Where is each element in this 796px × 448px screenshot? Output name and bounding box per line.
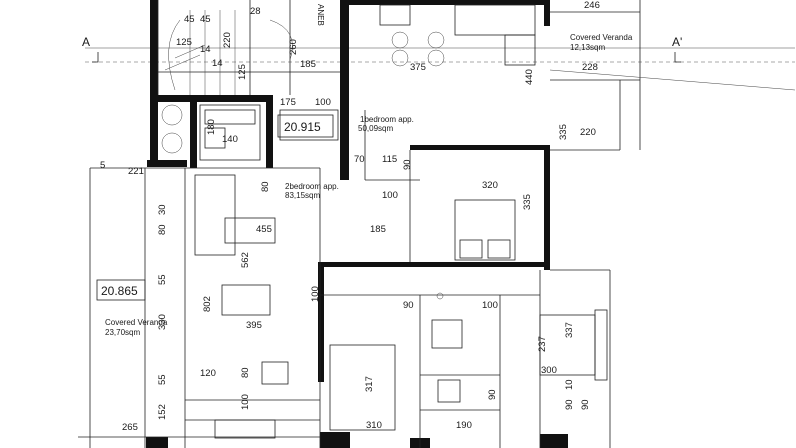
dim-label: 90 [487,389,498,400]
dim-label: 80 [240,367,251,378]
dim-label: 90 [580,399,591,410]
level-upper: 20.915 [284,120,321,134]
dim-label: 190 [456,420,472,431]
dim-label: 10 [564,379,575,390]
dim-label: 300 [541,365,557,376]
furniture [194,4,608,439]
dim-label: 70 [354,154,365,165]
room-2bed-area: 83,15sqm [285,191,320,200]
dim-label: 175 [280,97,296,108]
dim-label: 237 [537,336,548,352]
dim-label: 125 [237,64,248,80]
dim-label: 100 [382,190,398,201]
dim-label: 220 [580,127,596,138]
dim-label: 100 [315,97,331,108]
veranda-left-area: 23,70sqm [105,328,140,337]
dim-label: 337 [564,322,575,338]
dim-label: 317 [364,376,375,392]
veranda-top-area: 12,13sqm [570,43,605,52]
dim-label: 335 [522,194,533,210]
dim-label: 100 [482,300,498,311]
dim-label: 260 [288,39,299,55]
dim-label: 5 [100,160,105,171]
dimension-labels: 45 45 28 125 14 14 220 260 125 185 175 1… [100,0,600,433]
dim-label: 55 [157,374,168,385]
dim-label: 335 [558,124,569,140]
dim-label: 28 [250,6,261,17]
level-box-lower [96,279,146,301]
section-line [85,47,795,63]
stair-label: ΑΝΕΒ [316,4,325,26]
dim-label: 802 [202,296,213,312]
dim-label: 228 [582,62,598,73]
dim-label: 221 [128,166,144,177]
dim-label: 185 [300,59,316,70]
dim-label: 330 [157,314,168,330]
dim-label: 185 [370,224,386,235]
shaft-boxes [161,104,339,161]
dim-label: 562 [240,252,251,268]
dim-label: 100 [310,286,321,302]
dim-label: 80 [157,224,168,235]
dim-label: 395 [246,320,262,331]
dim-label: 152 [157,404,168,420]
dim-label: 140 [222,134,238,145]
dim-label: 45 [184,14,195,25]
room-1bed-name: 1bedroom app. [360,115,414,124]
dim-label: 55 [157,274,168,285]
dim-label: 310 [366,420,382,431]
dim-label: 14 [212,58,223,69]
exterior-walls [146,0,568,448]
level-lower: 20.865 [101,284,138,298]
dim-label: 90 [564,399,575,410]
dim-label: 120 [200,368,216,379]
interior-lines [78,0,796,448]
dim-label: 90 [403,300,414,311]
dim-label: 375 [410,62,426,73]
veranda-top-name: Covered Veranda [570,33,633,42]
dim-label: 265 [122,422,138,433]
dim-label: 440 [524,69,535,85]
room-2bed-name: 2bedroom app. [285,182,339,191]
room-1bed-area: 50,09sqm [358,124,393,133]
veranda-left-name: Covered Veranda [105,318,168,327]
dim-label: 14 [200,44,211,55]
dim-label: 125 [176,37,192,48]
dim-label: 45 [200,14,211,25]
dim-label: 100 [240,394,251,410]
dim-label: 455 [256,224,272,235]
dim-label: 80 [260,181,271,192]
dim-label: 220 [222,32,233,48]
level-box-upper [277,114,334,138]
dim-label: 115 [382,154,397,165]
dim-label: 180 [206,119,217,135]
staircase [164,10,293,95]
dim-label: 320 [482,180,498,191]
dim-label: 246 [584,0,600,11]
section-marker-a: A [82,35,90,49]
section-marker-a-prime: A' [672,35,682,49]
dim-label: 90 [402,159,413,170]
dim-label: 30 [157,204,168,215]
